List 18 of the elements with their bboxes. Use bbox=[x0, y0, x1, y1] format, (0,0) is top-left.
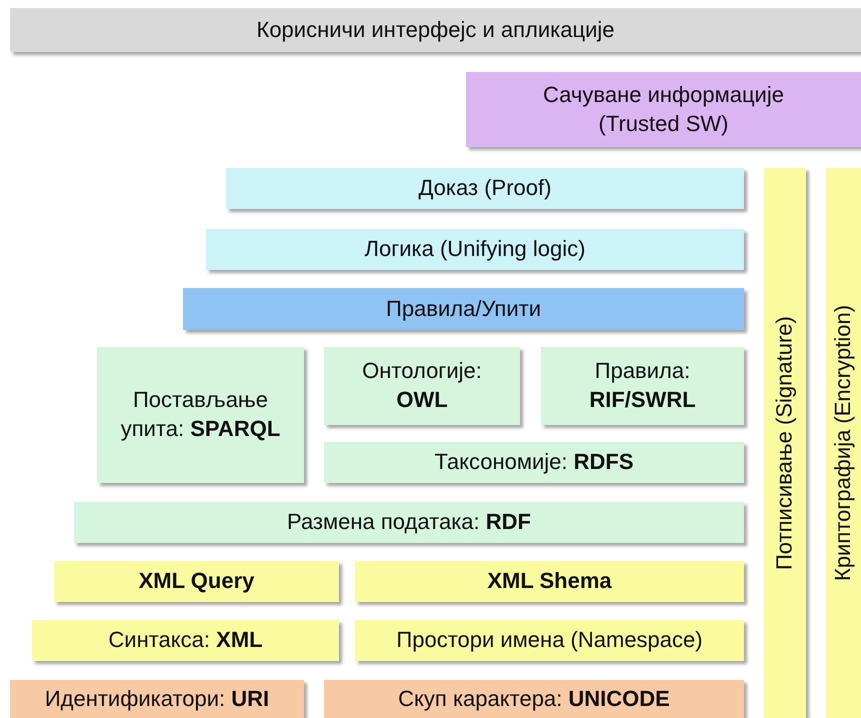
layer-bar: Сачуване информације (Trusted SW) bbox=[466, 72, 861, 147]
layer-bar: XML Query bbox=[54, 561, 339, 602]
layer-bar: Скуп карактера: UNICODE bbox=[324, 680, 744, 718]
layer-bar: Идентификатори: URI bbox=[10, 680, 304, 718]
layer-bar: Простори имена (Namespace) bbox=[355, 620, 744, 661]
layer-bar: Таксономије: RDFS bbox=[324, 442, 744, 483]
side-column: Потписивање (Signature) bbox=[764, 168, 806, 718]
layer-bar: Размена података: RDF bbox=[74, 502, 744, 543]
layer-bar: Корисничи интерфејс и апликације bbox=[10, 8, 861, 52]
layer-bar: Правила/Упити bbox=[183, 288, 744, 330]
layer-bar: Доказ (Proof) bbox=[226, 168, 744, 209]
layer-block: Онтологије: OWL bbox=[324, 347, 520, 425]
layer-bar: Синтакса: XML bbox=[32, 620, 339, 661]
side-column: Криптографија (Encryption) bbox=[826, 168, 861, 718]
layer-bar: XML Shema bbox=[355, 561, 744, 602]
layer-bar: Логика (Unifying logic) bbox=[206, 229, 744, 270]
layer-block: Постављање упита: SPARQL bbox=[97, 347, 304, 483]
layer-block: Правила: RIF/SWRL bbox=[541, 347, 744, 425]
